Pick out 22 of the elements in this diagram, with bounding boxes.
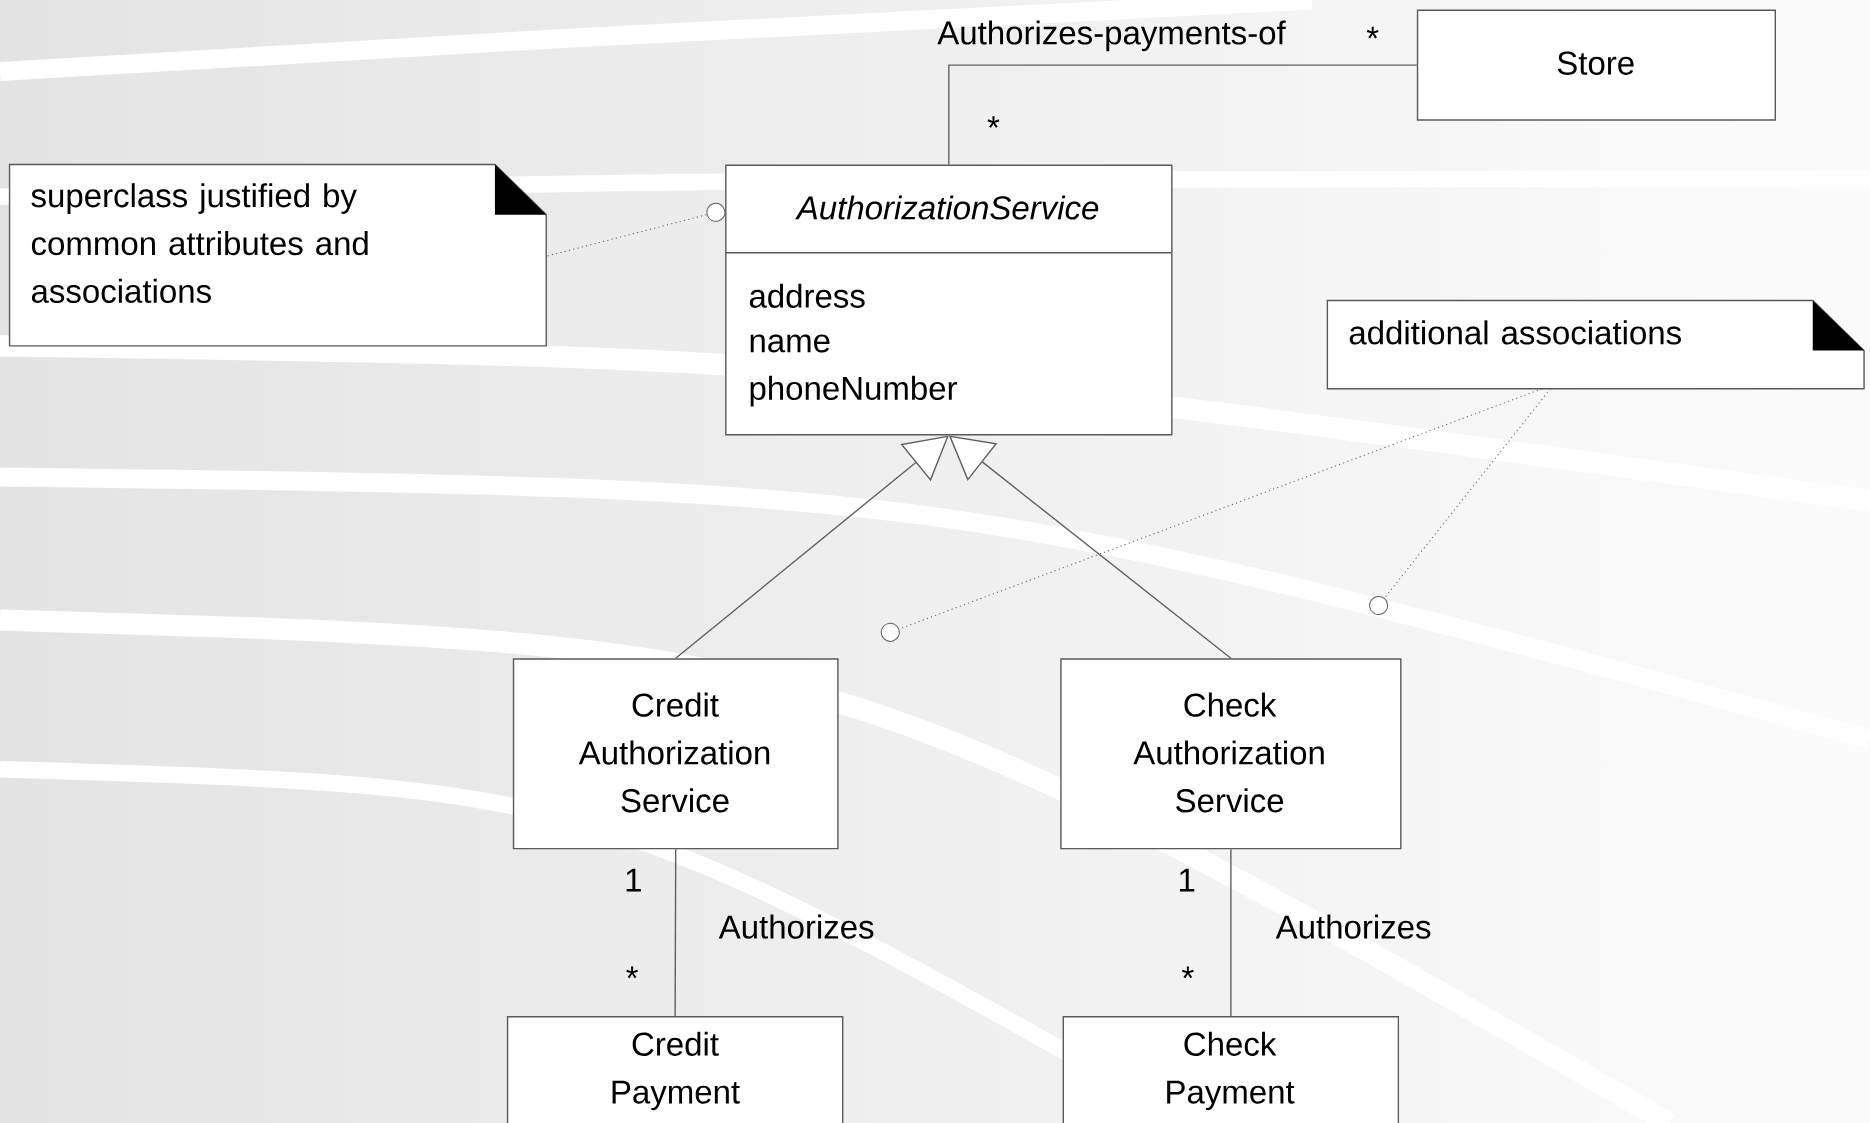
association-line	[674, 848, 677, 1017]
class-box: Credit Authorization Service	[512, 658, 839, 850]
class-box: AuthorizationService address name phoneNumber	[724, 164, 1173, 436]
leader-line	[880, 388, 1543, 642]
edge-label: Authorizes	[1275, 914, 1431, 939]
class-box: Check Payment	[1062, 1016, 1400, 1123]
multiplicity-label: *	[626, 966, 638, 979]
edge-label: Authorizes-payments-of	[937, 20, 1286, 52]
edge-label: Authorizes	[718, 914, 874, 939]
association-line	[948, 64, 1418, 166]
class-box: Credit Payment	[506, 1016, 844, 1123]
generalization-arrow	[675, 435, 949, 660]
note-box: superclass justified by common attributes and associations	[8, 163, 547, 347]
leader-line	[1369, 388, 1551, 616]
multiplicity-label: *	[1181, 966, 1194, 979]
class-box: Store	[1416, 9, 1776, 121]
association-line	[1230, 848, 1232, 1017]
multiplicity-label: *	[1366, 26, 1379, 39]
multiplicity-label: *	[987, 116, 1000, 128]
node-label: additional associations	[1349, 320, 1681, 345]
note-box: additional associations	[1326, 299, 1865, 390]
class-box: Check Authorization Service	[1060, 658, 1402, 850]
